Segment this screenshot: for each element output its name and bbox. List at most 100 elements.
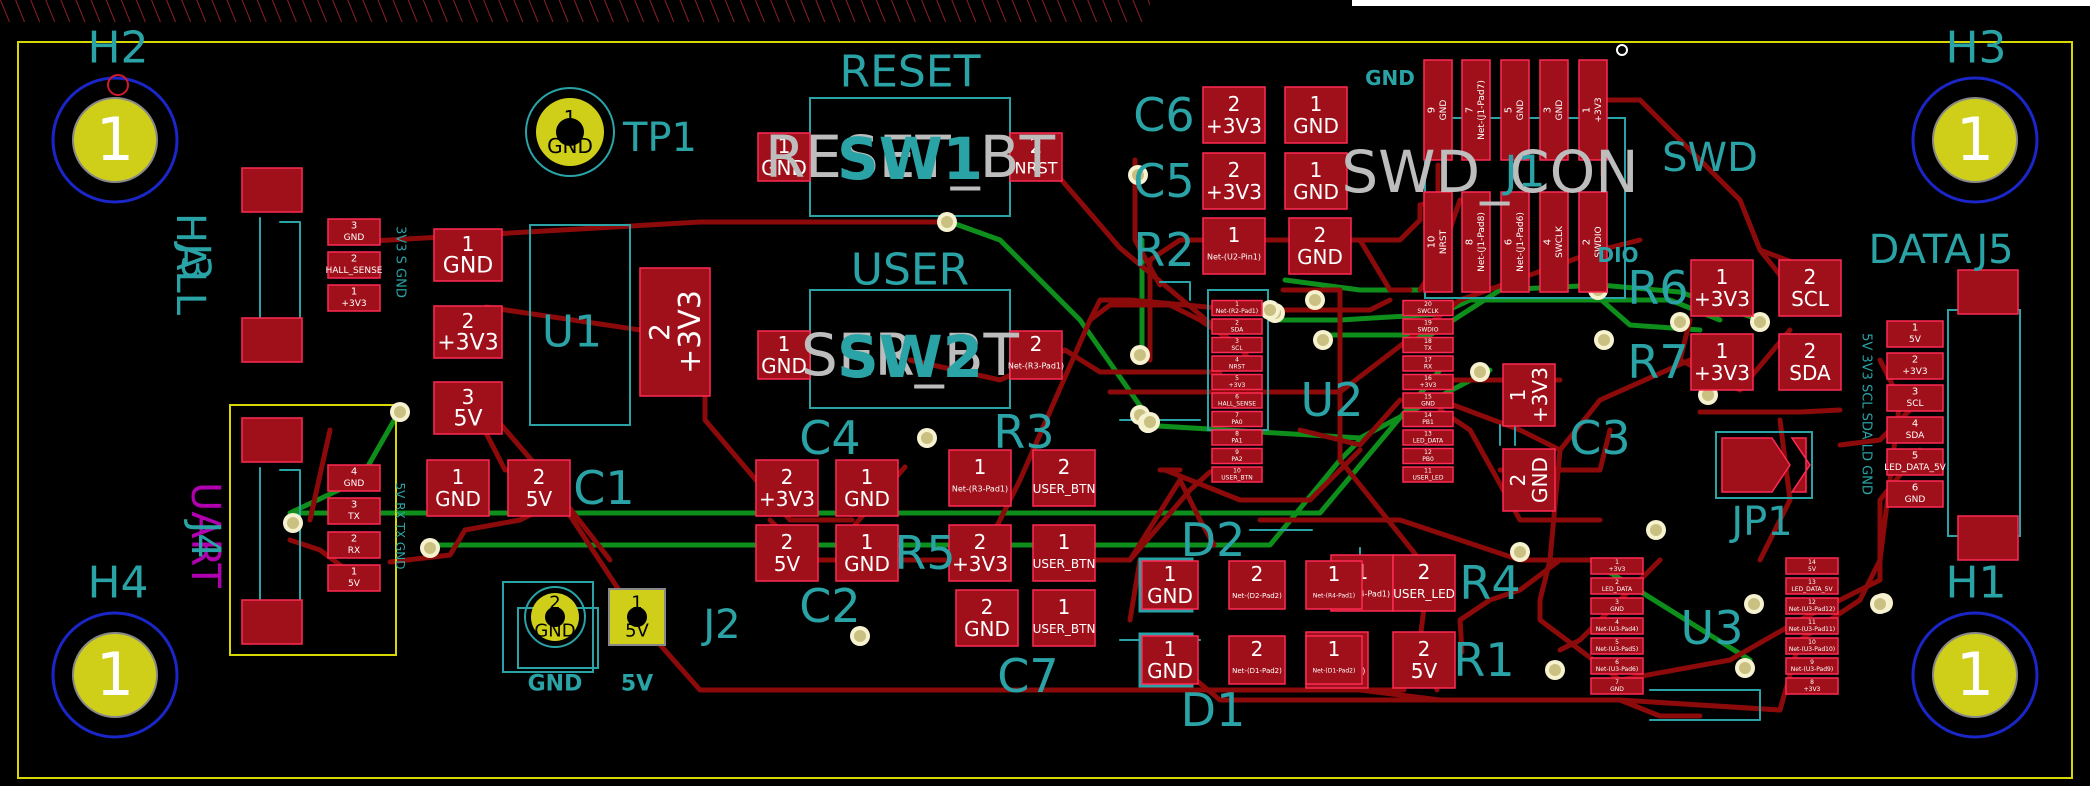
passive-pad[interactable]: 2+3V3 — [948, 524, 1012, 582]
passive-pad[interactable]: 2+3V3 — [1202, 152, 1266, 210]
via[interactable] — [1545, 660, 1565, 680]
mounting-hole-h1[interactable]: 1 — [1911, 611, 2039, 739]
uart-mount-pad[interactable] — [241, 599, 303, 645]
mounting-hole-h3[interactable]: 1 — [1911, 76, 2039, 204]
via[interactable] — [1744, 594, 1764, 614]
regulator-pad[interactable]: 35V — [433, 381, 503, 435]
via[interactable] — [390, 402, 410, 422]
via[interactable] — [937, 212, 957, 232]
passive-pad[interactable]: 1+3V3 — [1690, 259, 1754, 317]
test-point[interactable]: 15V — [608, 588, 666, 646]
via[interactable] — [1594, 330, 1614, 350]
regulator-pad[interactable]: 2+3V3 — [433, 305, 503, 359]
hall-pin[interactable]: 1+3V3 — [327, 284, 381, 312]
via[interactable] — [917, 428, 937, 448]
via[interactable] — [1670, 312, 1690, 332]
uart-mount-pad[interactable] — [241, 417, 303, 463]
solder-jumper[interactable] — [1715, 431, 1813, 499]
mounting-hole-h2[interactable]: 1 — [51, 76, 179, 204]
uart-pin[interactable]: 3TX — [327, 497, 381, 525]
via[interactable] — [1130, 345, 1150, 365]
uart-pin[interactable]: 2RX — [327, 531, 381, 559]
via[interactable] — [1305, 290, 1325, 310]
via[interactable] — [850, 626, 870, 646]
hall-mount-pad[interactable] — [241, 167, 303, 213]
via[interactable] — [1870, 594, 1890, 614]
buffer-pin[interactable]: 1+3V3 — [1590, 557, 1644, 575]
via[interactable] — [1470, 362, 1490, 382]
via[interactable] — [283, 513, 303, 533]
passive-pad[interactable]: 2+3V3 — [755, 459, 819, 517]
via[interactable] — [1313, 330, 1333, 350]
mcu-pin[interactable]: 5+3V3 — [1211, 373, 1263, 391]
hall-mount-pad[interactable] — [241, 317, 303, 363]
swd-pin[interactable]: 1+3V3 — [1578, 59, 1608, 161]
mcu-pin[interactable]: 16+3V3 — [1402, 373, 1454, 391]
via[interactable] — [1750, 312, 1770, 332]
passive-pad[interactable]: 1+3V3 — [1690, 333, 1754, 391]
via[interactable] — [1128, 165, 1148, 185]
passive-pad[interactable]: 1+3V3 — [1502, 363, 1556, 427]
uart-pin[interactable]: 15V — [327, 564, 381, 592]
via[interactable] — [1735, 658, 1755, 678]
passive-pad[interactable]: 25V — [755, 524, 819, 582]
